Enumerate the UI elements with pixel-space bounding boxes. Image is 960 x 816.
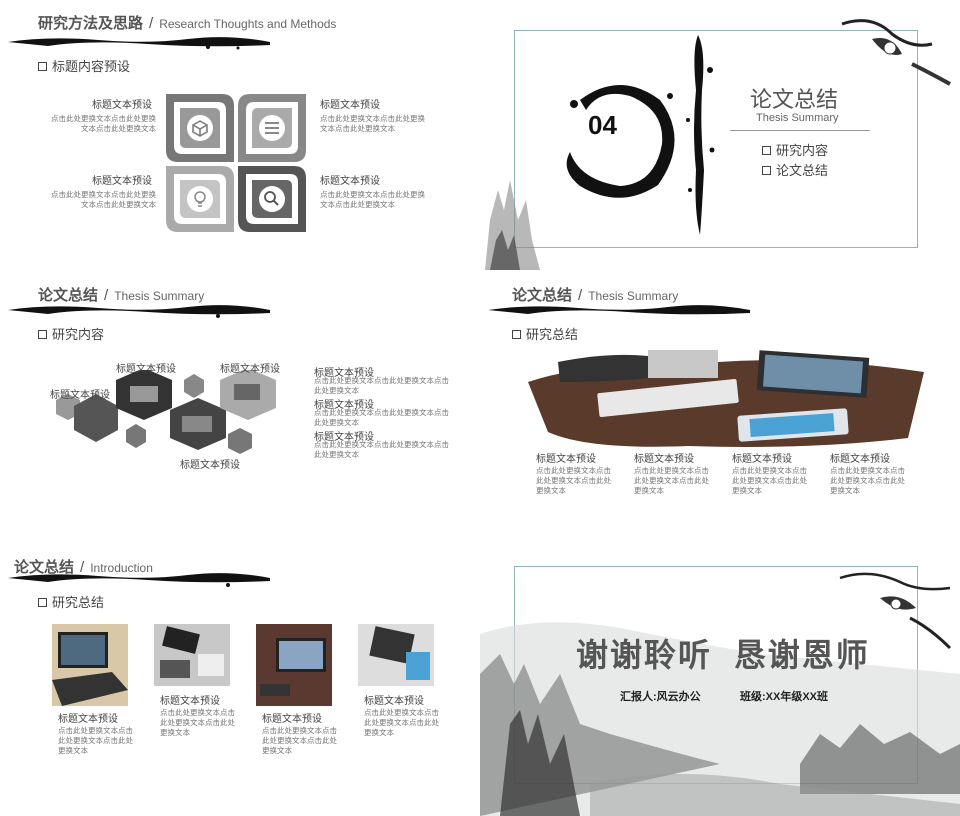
ink-landscape-painting <box>480 622 960 816</box>
reporter-label: 汇报人:风云办公 <box>620 691 701 703</box>
bulb-icon <box>194 191 206 207</box>
block-title: 标题文本预设 <box>320 100 380 111</box>
ink-brush-stroke <box>8 305 270 318</box>
card-title: 标题文本预设 <box>364 696 424 707</box>
block-desc: 点击此处更换文本点击此处更换文本点击此处更换文本 <box>320 114 425 133</box>
hex-label: 标题文本预设 <box>220 364 280 375</box>
block-desc: 点击此处更换文本点击此处更换文本点击此处更换文本 <box>51 190 156 209</box>
card-title: 标题文本预设 <box>262 714 322 725</box>
column-desc: 点击此处更换文本点击此处更换文本点击此处更换文本 <box>536 466 611 495</box>
hex-label: 标题文本预设 <box>116 364 176 375</box>
slide-section-04: 04 论文总结 Thesis Summary 研究内容 论文总结 <box>480 0 960 272</box>
ink-mountain-painting <box>485 180 540 270</box>
column-title: 标题文本预设 <box>536 454 596 465</box>
slide-subtitle: 研究总结 <box>38 592 104 611</box>
ink-brush-stroke <box>8 573 270 587</box>
checkbox-square-icon <box>38 598 47 607</box>
list-icon <box>265 122 279 134</box>
slide-thesis-summary-conclusion: 论文总结/Thesis Summary 研究总结 标题文本预设 点击此处更换文本… <box>480 272 960 544</box>
desk-photo-brushed <box>528 350 924 447</box>
block-title: 标题文本预设 <box>314 400 374 411</box>
card-desc: 点击此处更换文本点击此处更换文本点击此处更换文本 <box>58 726 133 755</box>
column-desc: 点击此处更换文本点击此处更换文本点击此处更换文本 <box>830 466 905 495</box>
block-desc: 点击此处更换文本点击此处更换文本点击此处更换文本 <box>320 190 425 209</box>
slide-research-methods: 研究方法及思路/Research Thoughts and Methods 标题… <box>0 0 480 272</box>
four-petal-diagram <box>166 94 306 232</box>
card-photo-desk <box>154 624 230 686</box>
column-title: 标题文本预设 <box>830 454 890 465</box>
block-title: 标题文本预设 <box>92 176 152 187</box>
block-desc: 点击此处更换文本点击此处更换文本点击此处更换文本 <box>314 408 449 427</box>
card-photo-workspace <box>256 624 332 706</box>
slide-introduction-summary: 论文总结/Introduction 研究总结 标题文本预设 点击此处更换文本点击… <box>0 544 480 816</box>
crane-ink-painting <box>841 19 951 86</box>
checkbox-square-icon <box>38 62 47 71</box>
petal-top-left <box>166 94 234 162</box>
card-desc: 点击此处更换文本点击此处更换文本点击此处更换文本 <box>160 708 235 737</box>
checkbox-square-icon <box>512 330 521 339</box>
divider <box>730 130 870 131</box>
card-photo-tablet <box>358 624 434 686</box>
block-desc: 点击此处更换文本点击此处更换文本点击此处更换文本 <box>314 376 449 395</box>
ink-splash-vertical <box>686 35 715 235</box>
slide-subtitle: 研究总结 <box>512 324 578 343</box>
thank-you-heading: 谢谢聆听 恳谢恩师 <box>576 637 870 673</box>
cranes-ink-painting <box>839 572 952 650</box>
section-number: 04 <box>588 110 617 140</box>
slide-frame <box>514 30 918 248</box>
slide-thank-you: 谢谢聆听 恳谢恩师 汇报人:风云办公 班级:XX年级XX班 <box>480 544 960 816</box>
petal-top-right <box>238 94 306 162</box>
section-item: 研究内容 <box>762 140 828 159</box>
block-desc: 点击此处更换文本点击此处更换文本点击此处更换文本 <box>314 440 449 459</box>
section-item: 论文总结 <box>762 160 828 179</box>
checkbox-square-icon <box>762 146 771 155</box>
slide-title: 论文总结/Thesis Summary <box>512 287 679 304</box>
slide-title: 研究方法及思路/Research Thoughts and Methods <box>38 15 337 32</box>
block-desc: 点击此处更换文本点击此处更换文本点击此处更换文本 <box>51 114 156 133</box>
card-title: 标题文本预设 <box>58 714 118 725</box>
slide-subtitle: 研究内容 <box>38 324 104 343</box>
hex-label: 标题文本预设 <box>180 460 240 471</box>
search-icon <box>264 191 279 206</box>
column-title: 标题文本预设 <box>634 454 694 465</box>
checkbox-square-icon <box>38 330 47 339</box>
slide-title: 论文总结/Introduction <box>14 559 153 576</box>
cube-icon <box>192 120 208 137</box>
card-title: 标题文本预设 <box>160 696 220 707</box>
slide-title: 论文总结/Thesis Summary <box>38 287 205 304</box>
petal-bottom-left <box>166 166 234 232</box>
class-label: 班级:XX年级XX班 <box>740 691 829 703</box>
card-desc: 点击此处更换文本点击此处更换文本点击此处更换文本 <box>262 726 337 755</box>
ink-circle-brush <box>566 85 675 198</box>
checkbox-square-icon <box>762 166 771 175</box>
section-title-en: Thesis Summary <box>756 112 839 124</box>
petal-bottom-right <box>238 166 306 232</box>
block-title: 标题文本预设 <box>314 432 374 443</box>
block-title: 标题文本预设 <box>92 100 152 111</box>
block-title: 标题文本预设 <box>314 368 374 379</box>
hex-label: 标题文本预设 <box>50 390 110 401</box>
hexagon-photo-cluster <box>56 370 276 454</box>
block-title: 标题文本预设 <box>320 176 380 187</box>
section-title: 论文总结 <box>750 87 839 112</box>
ink-brush-stroke <box>488 305 750 315</box>
column-desc: 点击此处更换文本点击此处更换文本点击此处更换文本 <box>634 466 709 495</box>
column-title: 标题文本预设 <box>732 454 792 465</box>
ink-brush-stroke <box>8 37 270 50</box>
card-desc: 点击此处更换文本点击此处更换文本点击此处更换文本 <box>364 708 439 737</box>
column-desc: 点击此处更换文本点击此处更换文本点击此处更换文本 <box>732 466 807 495</box>
slide-subtitle: 标题内容预设 <box>38 56 130 75</box>
slide-thesis-summary-content: 论文总结/Thesis Summary 研究内容 标题文本预设 标题文本预设 标… <box>0 272 480 544</box>
card-photo-laptop <box>52 624 128 706</box>
